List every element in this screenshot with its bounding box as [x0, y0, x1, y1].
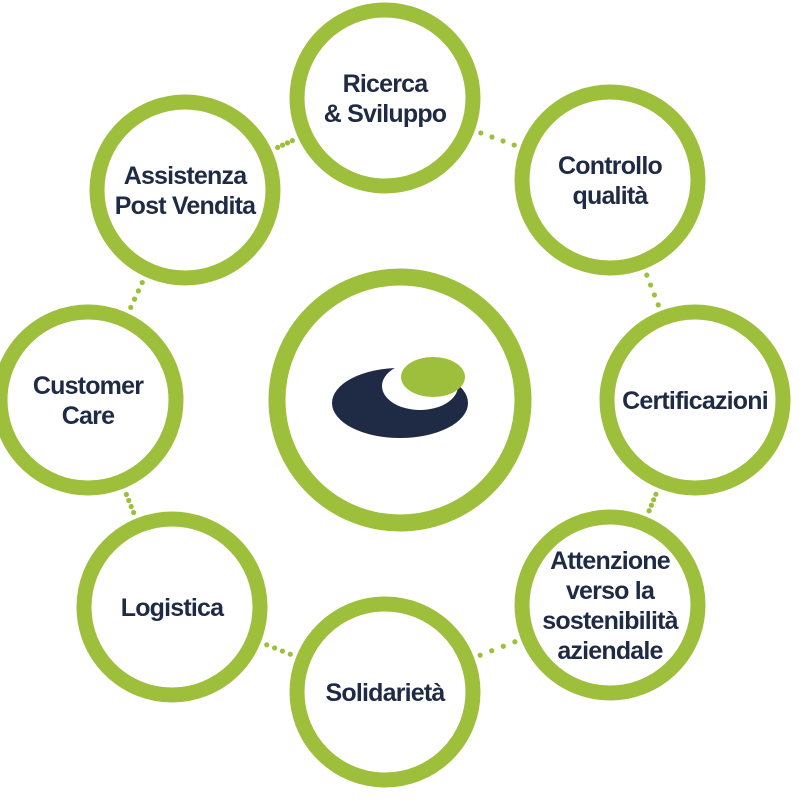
node-label-line: Attenzione: [550, 547, 671, 575]
node-label-line: verso la: [566, 577, 656, 605]
node-solidarieta: Solidarietà: [289, 596, 481, 788]
node-label-line: & Sviluppo: [324, 100, 447, 128]
node-ring: [289, 596, 481, 788]
node-label-line: Ricerca: [343, 70, 430, 98]
node-label-line: Logistica: [121, 594, 225, 622]
connector-dot: [275, 144, 281, 150]
connector-dot: [139, 279, 145, 286]
connector-dot: [131, 509, 137, 516]
node-label-line: Post Vendita: [115, 192, 257, 220]
connector-dot: [655, 302, 661, 308]
node-label-line: Solidarietà: [325, 679, 445, 707]
node-ricerca: Ricerca& Sviluppo: [289, 2, 481, 194]
node-ring: [514, 509, 706, 701]
node-label-line: Controllo: [558, 152, 662, 180]
connector-dot: [126, 497, 132, 504]
connector-dot: [500, 138, 506, 144]
connector-dot: [651, 292, 658, 298]
connector-dot: [135, 288, 142, 294]
connector-dot: [653, 491, 659, 497]
connector-dot: [284, 140, 291, 146]
connector-dot: [648, 502, 654, 508]
connector-dots: [123, 130, 661, 658]
node-ring: [514, 84, 706, 276]
node-label: Logistica: [121, 594, 225, 622]
connector-dot: [644, 272, 650, 278]
logo-green-ellipse: [401, 357, 465, 397]
node-ring: [0, 304, 184, 496]
node-label-line: aziendale: [557, 637, 663, 665]
node-logistica: Logistica: [76, 511, 268, 703]
node-label: Certificazioni: [622, 387, 768, 415]
connector-dot: [478, 130, 484, 136]
connector-dot: [512, 639, 518, 645]
connector-dot: [128, 304, 134, 311]
connector-dot: [646, 508, 652, 514]
node-label-line: Assistenza: [124, 162, 249, 190]
node-ring: [599, 304, 791, 496]
connector-dot: [647, 282, 654, 288]
node-label-line: Care: [62, 402, 115, 430]
connector-dot: [489, 648, 495, 654]
node-label-line: Customer: [33, 372, 144, 400]
node-label: Solidarietà: [325, 679, 445, 707]
connector-dot: [123, 491, 129, 498]
node-label-line: Certificazioni: [622, 387, 768, 415]
node-label-line: sostenibilità: [542, 607, 678, 635]
connector-dot: [131, 296, 138, 302]
node-certificazioni: Certificazioni: [599, 304, 791, 496]
connector-dot: [511, 142, 517, 148]
node-label-line: qualità: [573, 182, 649, 210]
node-label: Ricerca& Sviluppo: [324, 70, 447, 128]
connector-dot: [128, 503, 134, 510]
connector-dot: [271, 645, 278, 651]
center-hub: [268, 268, 532, 532]
connector-dot: [279, 648, 286, 654]
connector-dot: [489, 134, 495, 140]
connector-dot: [264, 642, 270, 648]
connector-dot: [500, 643, 506, 649]
company-logo: [332, 357, 468, 438]
connector-dot: [477, 652, 483, 658]
node-ring: [76, 511, 268, 703]
connector-dot: [289, 138, 295, 144]
connector-dot: [279, 142, 286, 148]
node-ring: [289, 2, 481, 194]
connector-dot: [651, 497, 657, 503]
node-ring: [89, 94, 281, 286]
connector-dot: [287, 651, 293, 657]
